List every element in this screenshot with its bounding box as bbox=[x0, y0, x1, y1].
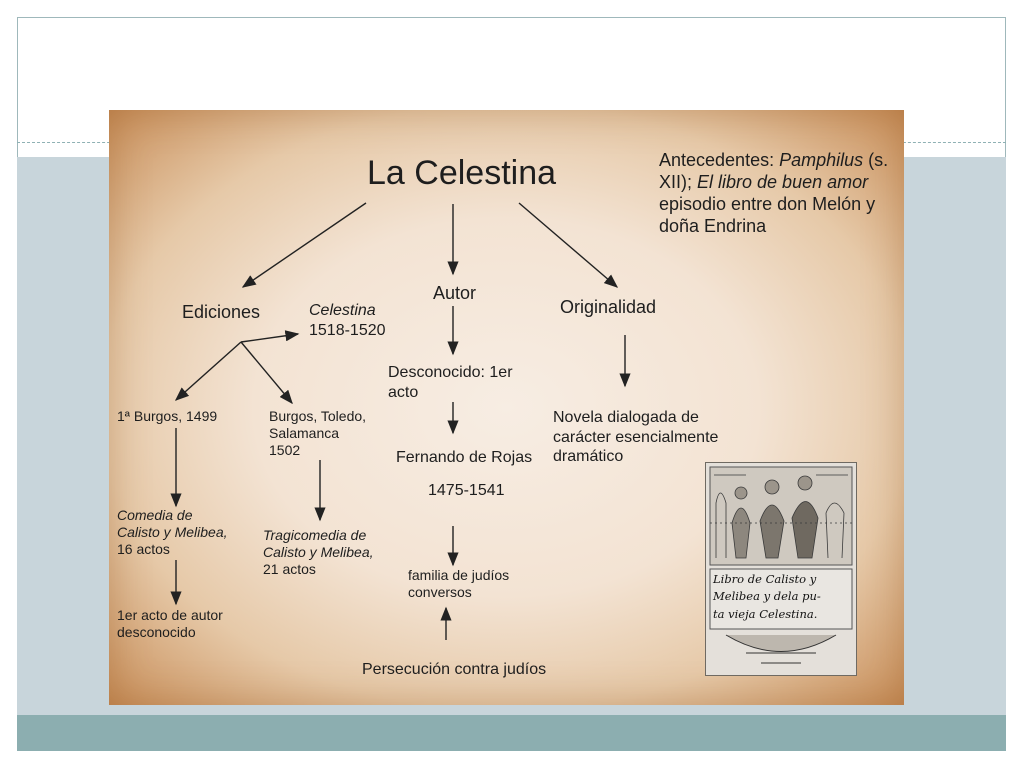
woodcut-illustration bbox=[709, 466, 853, 664]
rojas-years: 1475-1541 bbox=[428, 482, 505, 499]
novela-text: Novela dialogada de carácter esencialmen… bbox=[553, 409, 719, 466]
desconocido-text: Desconocido: 1er acto bbox=[388, 364, 513, 401]
comedia-title: Comedia de Calisto y Melibea, bbox=[117, 507, 228, 541]
celestina-edition: Celestina 1518-1520 bbox=[309, 301, 386, 340]
tragicomedia-acts: 21 actos bbox=[263, 561, 316, 578]
antecedentes-episode: episodio entre don Melón y doña Endrina bbox=[659, 193, 876, 236]
tragicomedia-title: Tragicomedia de Calisto y Melibea, bbox=[263, 527, 374, 561]
arrow-ediciones-burgos bbox=[174, 341, 242, 401]
antecedentes-work-pamphilus: Pamphilus bbox=[779, 150, 864, 170]
arrow-ediciones-burgos-toledo bbox=[240, 341, 293, 405]
arrow-title-originalidad bbox=[518, 202, 619, 288]
woodcut-caption: Libro de Calisto y Melibea y dela pu- ta… bbox=[713, 572, 821, 621]
burgos-toledo-edition: Burgos, Toledo, Salamanca 1502 bbox=[269, 408, 367, 459]
bottom-band bbox=[17, 715, 1006, 751]
arrow-title-ediciones bbox=[241, 202, 367, 288]
tragicomedia-text: Tragicomedia de Calisto y Melibea,21 act… bbox=[263, 527, 374, 578]
antecedentes-text: Antecedentes: Pamphilus (s. XII); El lib… bbox=[659, 150, 899, 238]
antecedentes-work-libro: El libro de buen amor bbox=[697, 171, 869, 192]
burgos-edition: 1ª Burgos, 1499 bbox=[117, 408, 218, 424]
arrow-ediciones-celestina bbox=[240, 330, 300, 343]
comedia-acts: 16 actos bbox=[117, 541, 170, 558]
originalidad-label: Originalidad bbox=[560, 297, 657, 317]
familia-text: familia de judíos conversos bbox=[408, 567, 510, 601]
celestina-edition-name: Celestina bbox=[309, 302, 376, 319]
antecedentes-century: (s. XII); bbox=[659, 150, 889, 192]
diagram-title: La Celestina bbox=[367, 154, 557, 192]
fernando-de-rojas: Fernando de Rojas bbox=[396, 449, 533, 466]
primer-acto-text: 1er acto de autor desconocido bbox=[117, 607, 223, 641]
book-cover-woodcut-image: Libro de Calisto y Melibea y dela pu- ta… bbox=[705, 462, 857, 676]
persecucion-text: Persecución contra judíos bbox=[362, 661, 547, 678]
autor-label: Autor bbox=[433, 283, 477, 303]
antecedentes-label: Antecedentes: bbox=[659, 150, 780, 170]
ediciones-label: Ediciones bbox=[182, 302, 261, 322]
celestina-edition-years: 1518-1520 bbox=[309, 321, 386, 339]
comedia-text: Comedia de Calisto y Melibea,16 actos bbox=[117, 507, 228, 558]
